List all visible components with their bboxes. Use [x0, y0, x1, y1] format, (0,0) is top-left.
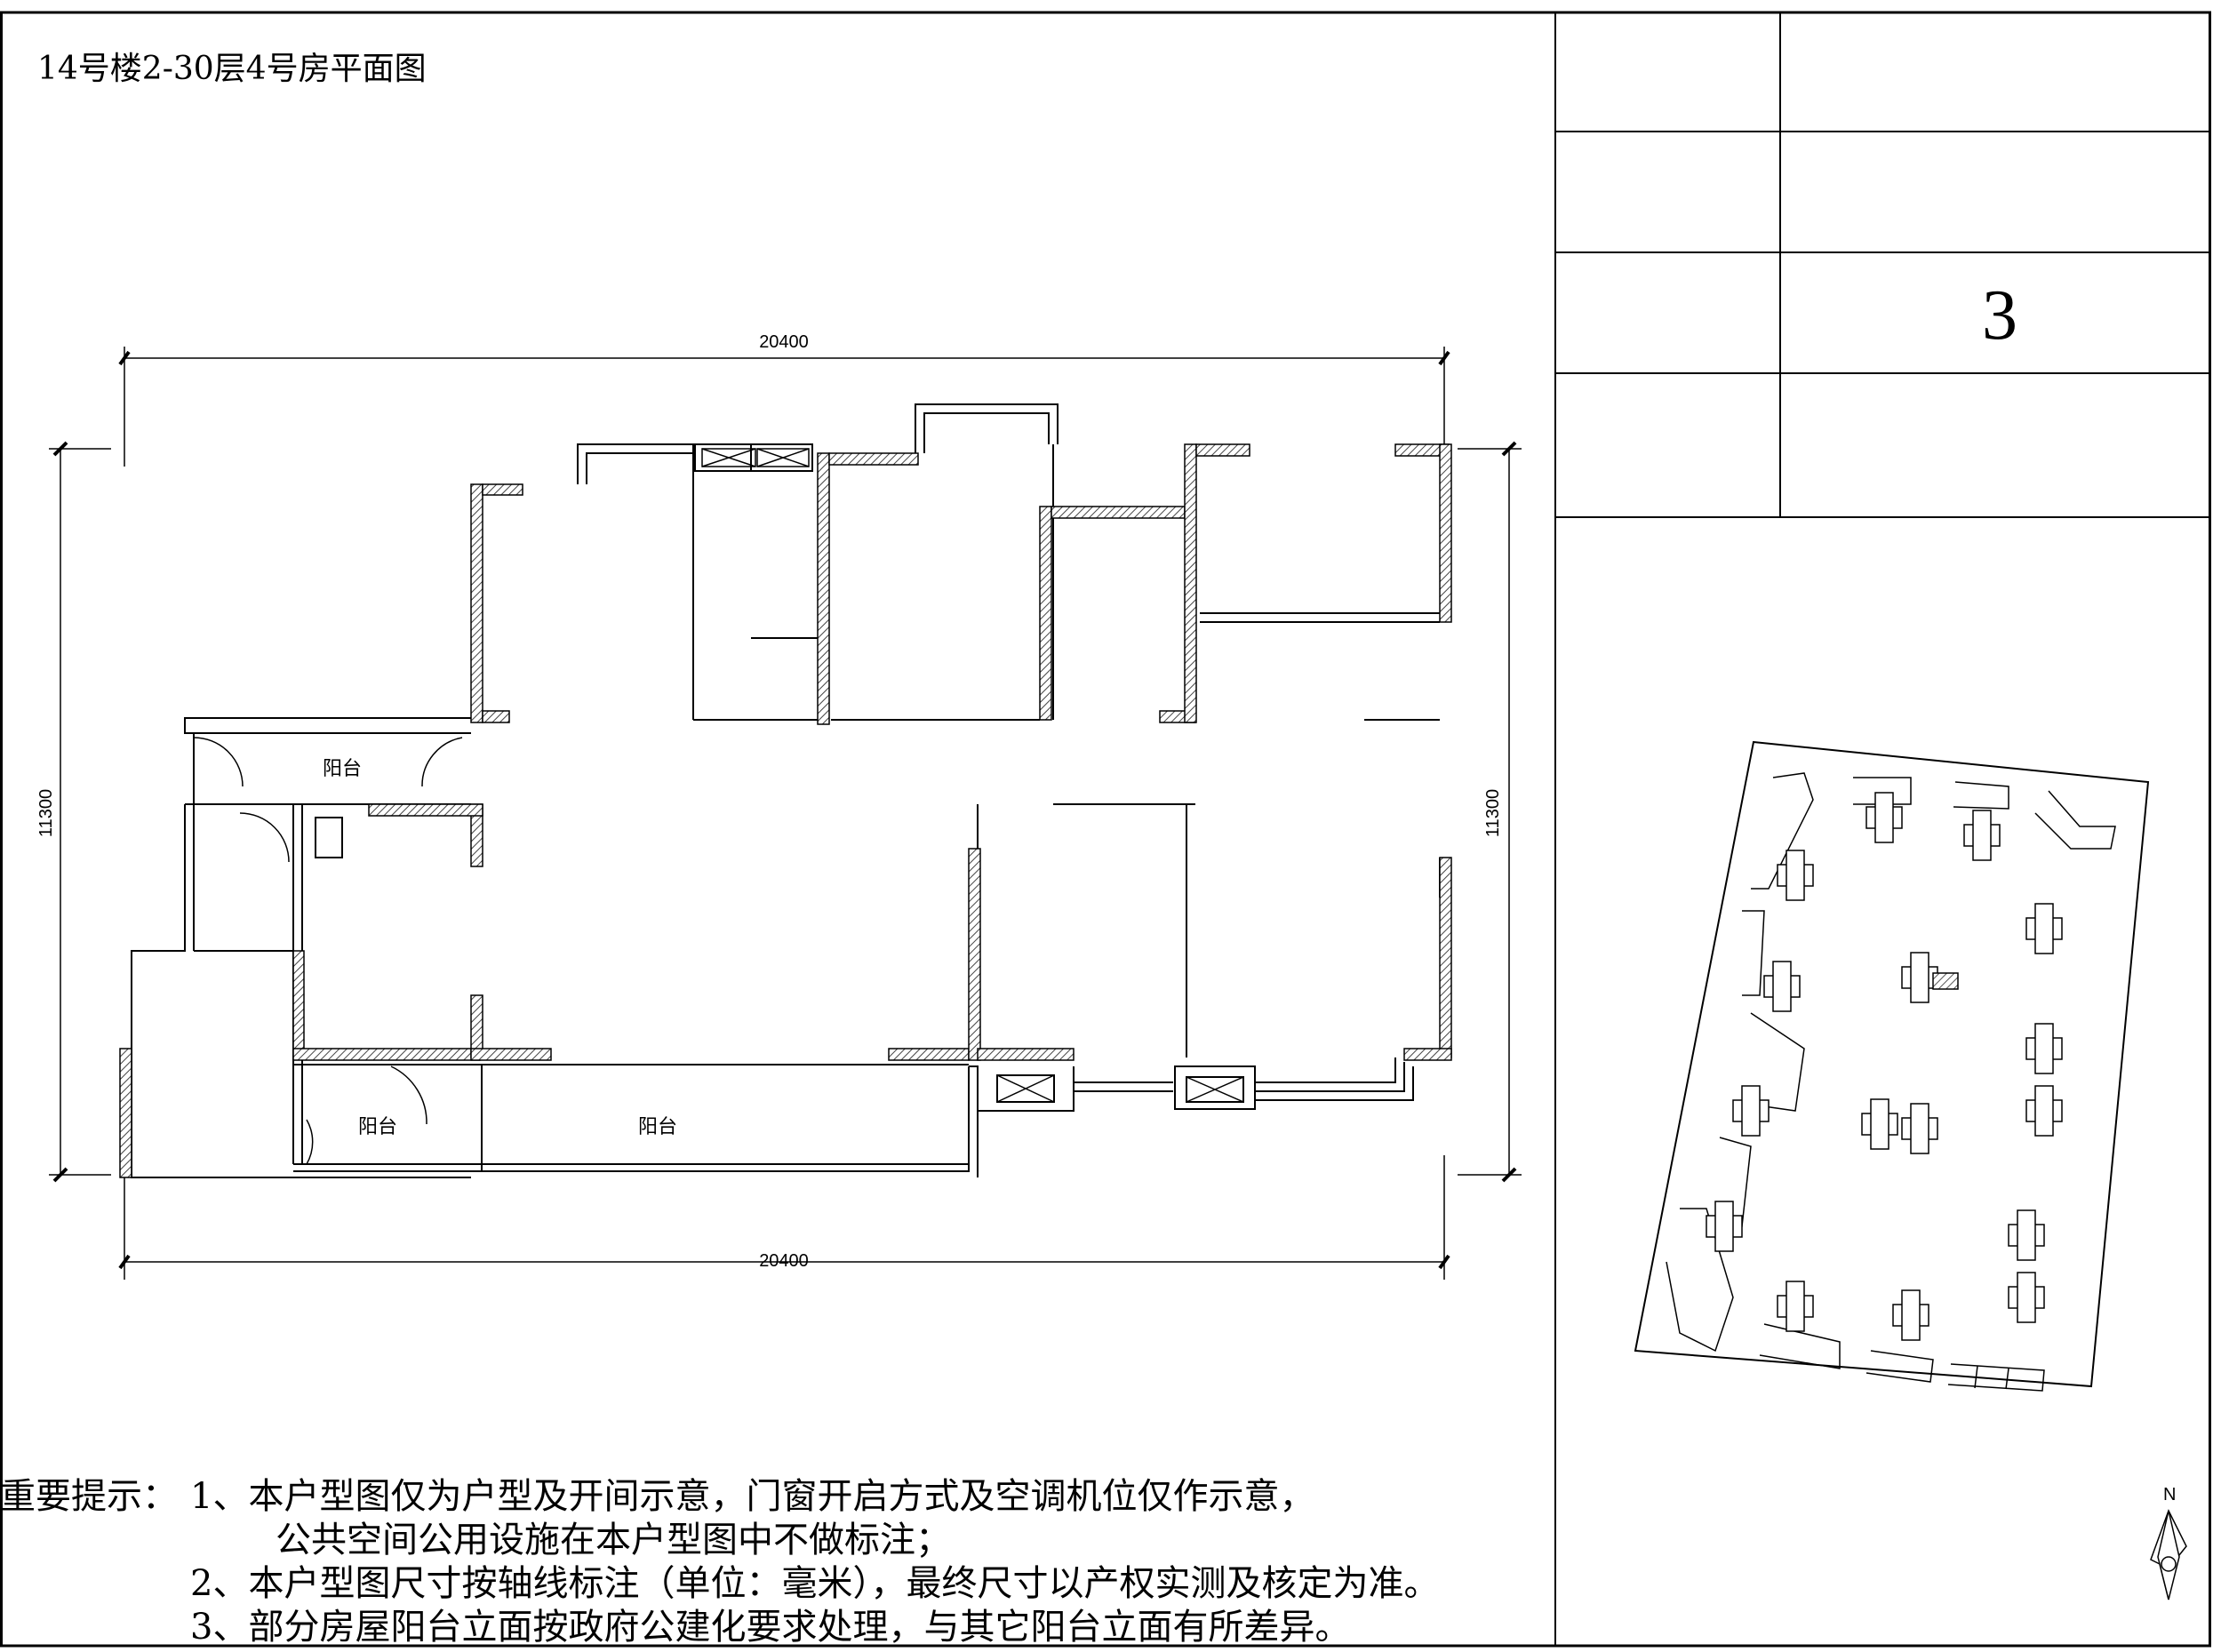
room-label-balcony-west: 阳台 — [323, 758, 362, 780]
notes-item-3: 3、部分房屋阳台立面按政府公建化要求处理，与其它阳台立面有所差异。 — [190, 1607, 1351, 1648]
dim-top: 20400 — [759, 332, 809, 352]
hatched-walls — [119, 443, 1452, 1178]
dim-bottom: 20400 — [759, 1251, 809, 1271]
dim-left: 11300 — [36, 789, 56, 837]
floor-plan: 20400 20400 11300 11300 — [36, 332, 1522, 1280]
north-label: N — [2163, 1485, 2176, 1504]
sheet-number: 3 — [1982, 276, 2017, 355]
notes-item-1: 1、本户型图仅为户型及开间示意，门窗开启方式及空调机位仅作示意， — [190, 1476, 1315, 1517]
site-location-map — [1634, 740, 2150, 1392]
notes-item-2: 2、本户型图尺寸按轴线标注（单位：毫米），最终尺寸以产权实测及核定为准。 — [190, 1563, 1440, 1604]
dim-right: 11300 — [1483, 789, 1503, 837]
drawing-title: 14号楼2-30层4号房平面图 — [37, 51, 427, 87]
site-buildings — [1666, 772, 2116, 1392]
room-label-balcony-south-small: 阳台 — [358, 1116, 397, 1138]
dimension-lines — [49, 347, 1522, 1280]
dimension-ticks — [52, 350, 1517, 1270]
wall-outlines — [131, 403, 1441, 1178]
room-label-balcony-south-large: 阳台 — [638, 1116, 677, 1138]
ac-units — [701, 448, 1244, 1103]
notes-lead: 重要提示： — [0, 1476, 178, 1517]
site-towers — [1706, 792, 2063, 1341]
north-arrow-icon: N — [2150, 1485, 2187, 1600]
notes-item-1b: 公共空间公用设施在本户型图中不做标注； — [276, 1520, 951, 1560]
door-swings — [193, 737, 463, 1165]
title-block-grid — [1555, 12, 2210, 518]
